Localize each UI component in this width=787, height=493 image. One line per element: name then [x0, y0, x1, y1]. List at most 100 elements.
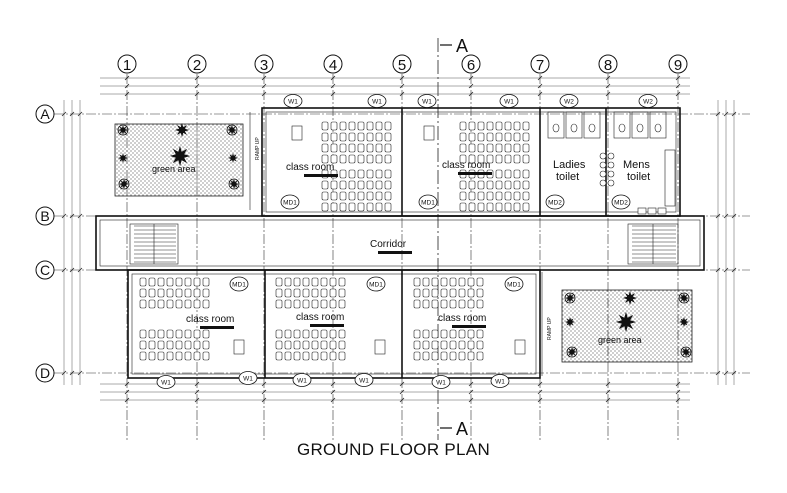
desk-chair [339, 132, 347, 142]
desk-chair [357, 169, 365, 179]
desk-chair [513, 202, 521, 212]
svg-text:W1: W1 [504, 99, 514, 106]
window-tag-w1: W1 [283, 94, 303, 108]
desk-chair [513, 154, 521, 164]
tree-symbol [118, 125, 128, 135]
column-axis-label: 6 [467, 57, 475, 74]
desk-chair [184, 288, 192, 298]
column-axis-label: 9 [674, 57, 682, 74]
svg-text:W2: W2 [643, 99, 653, 106]
desk-chair [311, 288, 319, 298]
svg-text:W1: W1 [422, 99, 432, 106]
desk-chair [184, 340, 192, 350]
desk-chair [477, 154, 485, 164]
desk-chair [458, 340, 466, 350]
desk-chair [458, 277, 466, 287]
desk-chair [495, 121, 503, 131]
desk-chair [476, 329, 484, 339]
desk-chair [468, 143, 476, 153]
desk-chair [467, 351, 475, 361]
desk-chair [504, 132, 512, 142]
desk-chair [468, 202, 476, 212]
desk-chair [422, 351, 430, 361]
desk-chair [175, 299, 183, 309]
desk-chair [348, 154, 356, 164]
room-label-class-room: class room [186, 314, 234, 325]
desk-chair [477, 132, 485, 142]
desk-chair [357, 191, 365, 201]
desk-chair [486, 191, 494, 201]
tree-symbol [567, 347, 577, 357]
desk-chair [320, 351, 328, 361]
desk-chair [293, 277, 301, 287]
desk-chair [175, 329, 183, 339]
desk-chair [320, 340, 328, 350]
desk-chair [422, 329, 430, 339]
desk-chair [495, 180, 503, 190]
svg-text:MD1: MD1 [369, 282, 383, 289]
desk-chair [504, 180, 512, 190]
desk-chair [284, 351, 292, 361]
row-axis-label: C [40, 262, 50, 278]
desk-chair [175, 277, 183, 287]
column-axis-label: 8 [604, 57, 612, 74]
desk-chair [321, 154, 329, 164]
desk-chair [495, 132, 503, 142]
desk-chair [311, 329, 319, 339]
desk-chair [459, 132, 467, 142]
desk-chair [449, 288, 457, 298]
desk-chair [504, 121, 512, 131]
desk-chair [338, 329, 346, 339]
door-tag-md1: MD1 [280, 194, 300, 210]
desk-chair [148, 340, 156, 350]
desk-chair [468, 191, 476, 201]
desk-chair [321, 202, 329, 212]
classroom-seating [139, 121, 530, 361]
tree-symbol [227, 125, 237, 135]
desk-chair [375, 191, 383, 201]
desk-chair [357, 121, 365, 131]
desk-chair [330, 143, 338, 153]
desk-chair [486, 154, 494, 164]
desk-chair [284, 340, 292, 350]
desk-chair [431, 288, 439, 298]
desk-chair [459, 191, 467, 201]
desk-chair [148, 288, 156, 298]
green-area-label: green area [598, 335, 642, 345]
desk-chair [166, 340, 174, 350]
desk-chair [384, 143, 392, 153]
desk-chair [321, 121, 329, 131]
desk-chair [302, 299, 310, 309]
desk-chair [157, 329, 165, 339]
desk-chair [440, 329, 448, 339]
tree-symbol [679, 317, 689, 327]
window-tag-w2: W2 [559, 94, 579, 108]
desk-chair [148, 351, 156, 361]
desk-chair [522, 154, 530, 164]
desk-chair [193, 340, 201, 350]
desk-chair [458, 351, 466, 361]
desk-chair [184, 277, 192, 287]
column-axis-1: 1 [117, 54, 137, 440]
door-tag-md2: MD2 [545, 194, 565, 210]
svg-text:W1: W1 [161, 380, 171, 387]
svg-text:W1: W1 [372, 99, 382, 106]
desk-chair [467, 329, 475, 339]
desk-chair [468, 154, 476, 164]
desk-chair [476, 288, 484, 298]
desk-chair [467, 340, 475, 350]
door-tag-md2: MD2 [611, 194, 631, 210]
desk-chair [202, 351, 210, 361]
window-tag-w1: W1 [367, 94, 387, 108]
desk-chair [311, 340, 319, 350]
desk-chair [384, 132, 392, 142]
dimension-lines [63, 77, 735, 401]
desk-chair [440, 288, 448, 298]
desk-chair [330, 202, 338, 212]
desk-chair [459, 180, 467, 190]
desk-chair [157, 340, 165, 350]
desk-chair [139, 329, 147, 339]
desk-chair [275, 329, 283, 339]
desk-chair [366, 154, 374, 164]
